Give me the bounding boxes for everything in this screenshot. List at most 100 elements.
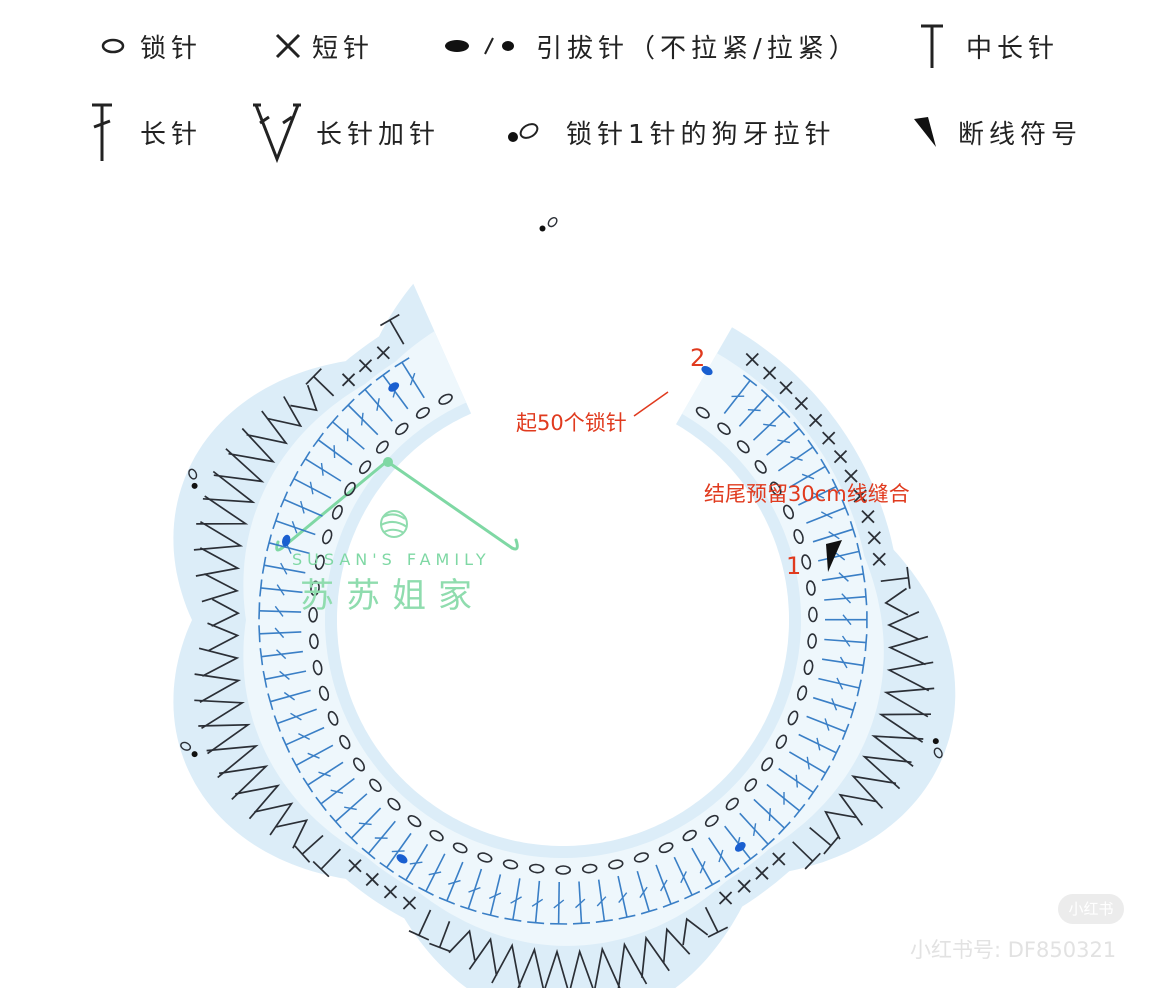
single-crochet-stitch (853, 489, 867, 503)
double-crochet-bar (828, 531, 840, 540)
legend-row-2: 长针 长针加针 锁针1针的狗牙拉针 断线符号 (0, 102, 1170, 163)
single-crochet-stitch (762, 366, 777, 380)
dc-increase-stitch (198, 647, 240, 677)
brand-badge: 小红书 (1058, 894, 1124, 924)
double-crochet-top (778, 821, 791, 835)
tail-note: 结尾预留30cm线缝合 (704, 482, 910, 506)
double-crochet-bar (639, 886, 648, 898)
slip-stitch-marker (388, 382, 400, 392)
double-crochet-stitch (512, 878, 521, 920)
half-double-crochet-stitch (792, 841, 814, 862)
picot-chain (547, 217, 558, 228)
double-crochet-stitch (276, 708, 317, 725)
half-double-crochet-stitch (438, 920, 451, 948)
chain-stitch (782, 504, 795, 520)
stitch-layer (180, 217, 943, 988)
legend-item-slip-stitch: 引拔针（不拉紧/拉紧） (442, 16, 860, 76)
half-double-crochet-stitch (312, 375, 335, 397)
double-crochet-bar (790, 456, 803, 461)
double-crochet-stitch (824, 595, 867, 601)
chain-stitch (528, 863, 545, 874)
double-crochet-bar (318, 771, 331, 777)
double-crochet-bar (618, 892, 628, 904)
double-crochet-stitch (317, 439, 353, 466)
picot-dot (191, 751, 198, 758)
dc-increase-stitch (235, 784, 281, 820)
double-crochet-stitch (304, 458, 342, 482)
double-crochet-bar (307, 752, 320, 759)
double-crochet-bar (409, 861, 423, 865)
dc-increase-stitch (276, 819, 309, 849)
double-crochet-stitch (778, 768, 814, 794)
single-crochet-stitch (737, 879, 751, 893)
double-crochet-bar (777, 439, 791, 444)
double-crochet-top (861, 656, 866, 674)
double-crochet-bar (391, 850, 405, 853)
account-id: 小红书号: DF850321 (910, 938, 1117, 962)
double-crochet-bar (841, 593, 852, 604)
slip-stitch-marker (734, 842, 746, 852)
dc-increase-stitch (838, 793, 878, 826)
double-crochet-stitch (806, 506, 846, 524)
double-crochet-top (262, 670, 268, 688)
double-crochet-top (341, 398, 355, 412)
double-crochet-bar (596, 896, 607, 907)
double-crochet-bar (831, 698, 838, 711)
double-crochet-top (273, 715, 281, 732)
double-crochet-stitch (691, 847, 714, 886)
double-crochet-top (760, 389, 775, 402)
single-crochet-stitch (755, 866, 769, 880)
dc-increase-stitch (206, 744, 259, 779)
double-crochet-bar (763, 423, 776, 427)
slip-stitch-marker (396, 854, 408, 864)
single-crochet-stitch (861, 510, 875, 524)
double-crochet-stitch (401, 361, 425, 399)
dc-increase-stitch (682, 917, 709, 946)
half-double-crochet-stitch (320, 848, 342, 870)
double-crochet-bar (806, 756, 810, 770)
double-crochet-bar (795, 774, 798, 788)
chain-stitch (387, 797, 401, 811)
dc-increase-stitch (491, 942, 521, 988)
double-crochet-bar (575, 898, 586, 909)
double-crochet-stitch (738, 394, 769, 427)
dc-increase-stitch (883, 687, 935, 718)
chain-stitch (375, 440, 389, 454)
double-crochet-bar (290, 712, 302, 721)
chain-stitch (310, 580, 320, 597)
single-crochet-stitch (872, 552, 886, 566)
double-crochet-stitch (821, 573, 864, 582)
chain-stitch (344, 481, 356, 497)
double-crochet-stitch (818, 550, 860, 562)
double-crochet-stitch (425, 853, 446, 892)
chain-stitch (796, 685, 808, 701)
double-crochet-top (618, 914, 636, 920)
chain-stitch (754, 460, 767, 474)
chain-stitch (327, 710, 339, 726)
dc-increase-stitch (468, 937, 498, 976)
double-crochet-bar (820, 511, 833, 519)
chain-stitch (803, 659, 814, 676)
double-crochet-top (640, 908, 658, 915)
double-crochet-top (504, 917, 522, 922)
chain-stitch (775, 734, 788, 749)
chain-stitch (321, 529, 333, 545)
start-chain-pointer-line (633, 391, 669, 417)
legend-item-picot: 锁针1针的狗牙拉针 (506, 102, 836, 162)
dc-increase-stitch (202, 470, 256, 504)
double-crochet-bar (276, 649, 287, 660)
double-crochet-stitch (673, 856, 693, 896)
double-crochet-top (793, 421, 806, 436)
dc-increase-stitch (871, 735, 924, 767)
double-crochet-top (279, 491, 289, 508)
double-crochet-bar (834, 551, 846, 561)
legend-item-fasten-off: 断线符号 (912, 102, 1082, 162)
double-crochet-stitch (331, 421, 365, 450)
double-crochet-top (793, 803, 806, 818)
half-double-crochet-top (707, 926, 729, 938)
double-crochet-top (258, 602, 261, 620)
chain-stitch (806, 580, 816, 596)
chain-stitch (312, 659, 323, 676)
double-crochet-bar (280, 562, 288, 575)
chain-stitch (633, 852, 649, 863)
